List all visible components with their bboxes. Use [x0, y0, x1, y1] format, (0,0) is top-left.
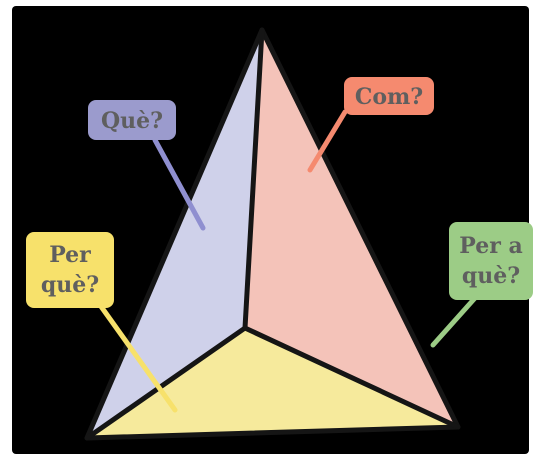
label-per-que: Per què?: [26, 232, 114, 308]
pointer-que: [152, 137, 206, 231]
label-per-a-que: Per a què?: [449, 222, 533, 300]
label-text-per-que-line1: Per: [49, 242, 91, 268]
pointers: [97, 109, 478, 413]
pointer-com: [307, 109, 348, 173]
face-right: [245, 30, 458, 427]
label-que: Què?: [88, 100, 176, 140]
pyramid: [84, 27, 461, 441]
edge-base-left: [84, 325, 248, 441]
edge-base-right: [242, 325, 461, 430]
label-text-per-a-que-line1: Per a: [459, 233, 522, 259]
label-box-que: [88, 100, 176, 140]
label-text-per-que-line2: què?: [41, 272, 99, 298]
pointer-per-que: [97, 302, 178, 413]
label-box-per-a-que: [449, 222, 533, 300]
label-com: Com?: [344, 77, 434, 115]
label-text-que: Què?: [101, 108, 163, 134]
pointer-per-a-que: [430, 295, 478, 348]
edge-front: [242, 27, 265, 331]
face-bottom: [87, 328, 458, 438]
label-box-com: [344, 77, 434, 115]
edge-outline: [84, 27, 461, 441]
label-text-per-a-que-line2: què?: [462, 263, 520, 289]
label-text-com: Com?: [355, 84, 423, 110]
label-box-per-que: [26, 232, 114, 308]
